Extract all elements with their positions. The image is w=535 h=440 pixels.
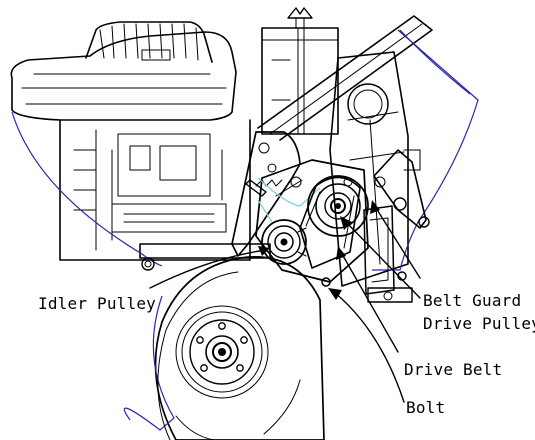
engine xyxy=(10,21,271,261)
idler-pulley xyxy=(261,219,307,265)
handle-tube xyxy=(257,15,433,141)
engine-outline-curve xyxy=(11,111,163,267)
callout-labels: Idler Pulley Belt Guard Drive Pulley Dri… xyxy=(38,291,535,417)
gear-case xyxy=(261,7,421,287)
handle-panel-outline xyxy=(372,29,479,271)
label-idler-pulley: Idler Pulley xyxy=(38,294,156,313)
label-drive-pulley: Drive Pulley xyxy=(423,314,535,333)
base-fastener xyxy=(141,257,155,271)
label-bolt: Bolt xyxy=(406,398,445,417)
label-belt-guard: Belt Guard xyxy=(423,291,521,310)
label-drive-belt: Drive Belt xyxy=(404,360,502,379)
belt-guard-plate xyxy=(231,131,369,283)
belt-edge-highlight xyxy=(257,177,321,207)
right-linkage xyxy=(321,149,430,303)
leader-lines xyxy=(149,200,421,403)
drive-pulley xyxy=(307,175,369,237)
tine-wheel xyxy=(123,256,325,440)
